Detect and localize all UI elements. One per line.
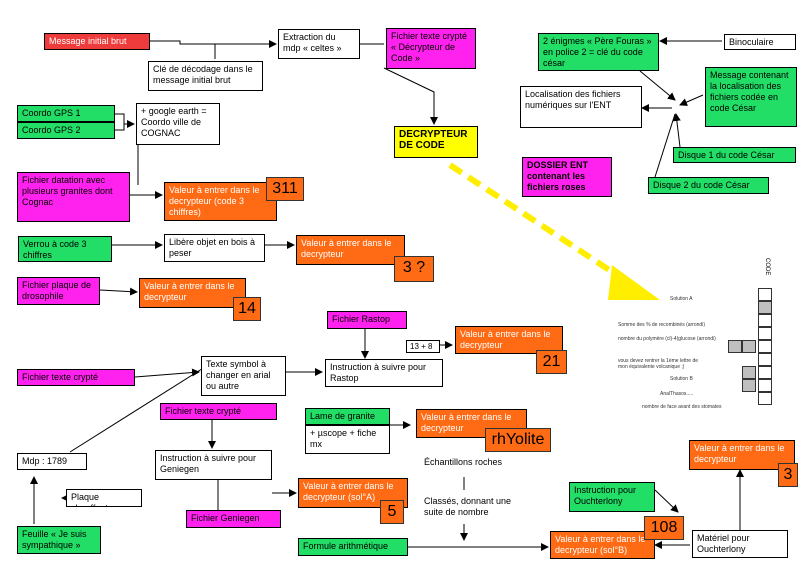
fichier-datation-box: Fichier datation avec plusieurs granites… <box>17 172 130 222</box>
dossier-ent-box: DOSSIER ENT contenant les fichiers roses <box>522 157 612 197</box>
code-cell <box>758 379 772 392</box>
code-cell <box>758 288 772 301</box>
valeur-3q-box: Valeur à entrer dans le decrypteur <box>296 235 405 265</box>
code-label-6: AnalThasos..... <box>660 391 694 397</box>
code-sheet-title: CODE <box>764 258 770 276</box>
fichier-rastop-box: Fichier Rastop <box>327 311 407 329</box>
code-cell <box>758 327 772 340</box>
valeur-14-box: Valeur à entrer dans le decrypteur <box>139 278 246 308</box>
lame-detail-box: + µscope + fiche mx <box>305 425 390 454</box>
valeur-311-box: Valeur à entrer dans le decrypteur (code… <box>164 182 277 221</box>
texte-symbol-box: Texte symbol à changer en arial ou autre <box>201 356 286 396</box>
code-311-value: 311 <box>266 177 304 201</box>
formule-arithmetique-box: Formule arithmétique <box>298 538 408 556</box>
code-5-value: 5 <box>380 500 404 524</box>
instruction-ouchterlony-box: Instruction pour Ouchterlony <box>569 482 655 512</box>
libere-objet-box: Libère objet en bois à peser <box>164 234 265 262</box>
code-cell <box>758 353 772 366</box>
code-rhyolite-value: rhYolite <box>485 428 551 452</box>
code-label-2: Somme des % de recombinés (arrondi) <box>618 322 705 328</box>
lame-granite-box: Lame de granite <box>305 408 390 425</box>
plaque-drosophile-box: Fichier plaque de drosophile <box>17 277 100 305</box>
enigmes-pere-fouras-box: 2 énigmes « Père Fouras » en police 2 = … <box>538 33 659 71</box>
mdp-1789-box: Mdp : 1789 <box>17 453 87 470</box>
code-sheet-thumbnail: CODE Solution A Somme des % de recombiné… <box>612 258 802 420</box>
code-cell <box>742 366 756 379</box>
code-cell <box>758 301 772 314</box>
classes-suite-box: Classés, donnant une suite de nombre <box>420 494 516 524</box>
code-label-4: vous devez rentrer la 1ème lettre de mon… <box>618 358 699 370</box>
code-label-7: nombre de face avant des stomates <box>642 404 722 410</box>
valeur-3-box: Valeur à entrer dans le decrypteur <box>689 440 795 470</box>
google-earth-box: + google earth = Coordo ville de COGNAC <box>136 103 220 145</box>
decrypteur-de-code-box: DECRYPTEUR DE CODE <box>394 126 478 158</box>
message-initial-brut-box: Message initial brut <box>44 33 150 50</box>
cle-decodage-box: Clé de décodage dans le message initial … <box>148 61 263 91</box>
code-108-value: 108 <box>644 516 684 540</box>
plaque-chauffante-box: Plaque chauffante <box>66 489 142 507</box>
code-cell <box>758 392 772 405</box>
rastop-13-plus-8: 13 + 8 <box>406 340 440 353</box>
valeur-108-box: Valeur à entrer dans le decrypteur (sol°… <box>550 531 655 559</box>
extraction-mdp-box: Extraction du mdp « celtes » <box>278 29 360 59</box>
fichier-decrypteur-box: Fichier texte crypté « Décrypteur de Cod… <box>386 28 476 69</box>
fichier-texte-crypte-1-box: Fichier texte crypté <box>17 369 135 386</box>
code-14-value: 14 <box>233 297 261 321</box>
code-label-5: Solution B <box>670 376 693 382</box>
code-cell <box>742 340 756 353</box>
verrou-code-box: Verrou à code 3 chiffres <box>18 236 112 262</box>
code-label-3: nombre du polymère (cl)-4(glucose (arron… <box>618 336 716 342</box>
code-3q-value: 3 ? <box>394 256 434 282</box>
code-cell <box>758 340 772 353</box>
fichier-geniegen-box: Fichier Geniegen <box>186 510 281 528</box>
localisation-fichiers-box: Localisation des fichiers numériques sur… <box>520 86 642 128</box>
message-code-cesar-box: Message contenant la localisation des fi… <box>705 67 797 127</box>
disque-2-box: Disque 2 du code César <box>648 177 769 194</box>
code-cell <box>742 379 756 392</box>
instruction-geniegen-box: Instruction à suivre pour Geniegen <box>155 450 272 480</box>
valeur-21-box: Valeur à entrer dans le decrypteur <box>455 326 563 354</box>
instruction-rastop-box: Instruction à suivre pour Rastop <box>325 359 443 387</box>
code-cell <box>728 340 742 353</box>
code-21-value: 21 <box>536 350 567 374</box>
coordo-gps-1-box: Coordo GPS 1 <box>17 105 115 122</box>
binoculaire-box: Binoculaire <box>724 34 796 50</box>
code-cell <box>758 366 772 379</box>
fichier-texte-crypte-2-box: Fichier texte crypté <box>160 403 277 420</box>
code-3-value: 3 <box>778 463 798 487</box>
coordo-gps-2-box: Coordo GPS 2 <box>17 122 115 139</box>
materiel-ouchterlony-box: Matériel pour Ouchterlony <box>692 530 788 558</box>
disque-1-box: Disque 1 du code César <box>673 147 796 163</box>
echantillons-roches-box: Échantillons roches <box>420 455 508 475</box>
code-cell <box>758 314 772 327</box>
feuille-sympathique-box: Feuille « Je suis sympathique » <box>17 526 101 554</box>
code-label-1: Solution A <box>670 296 693 302</box>
